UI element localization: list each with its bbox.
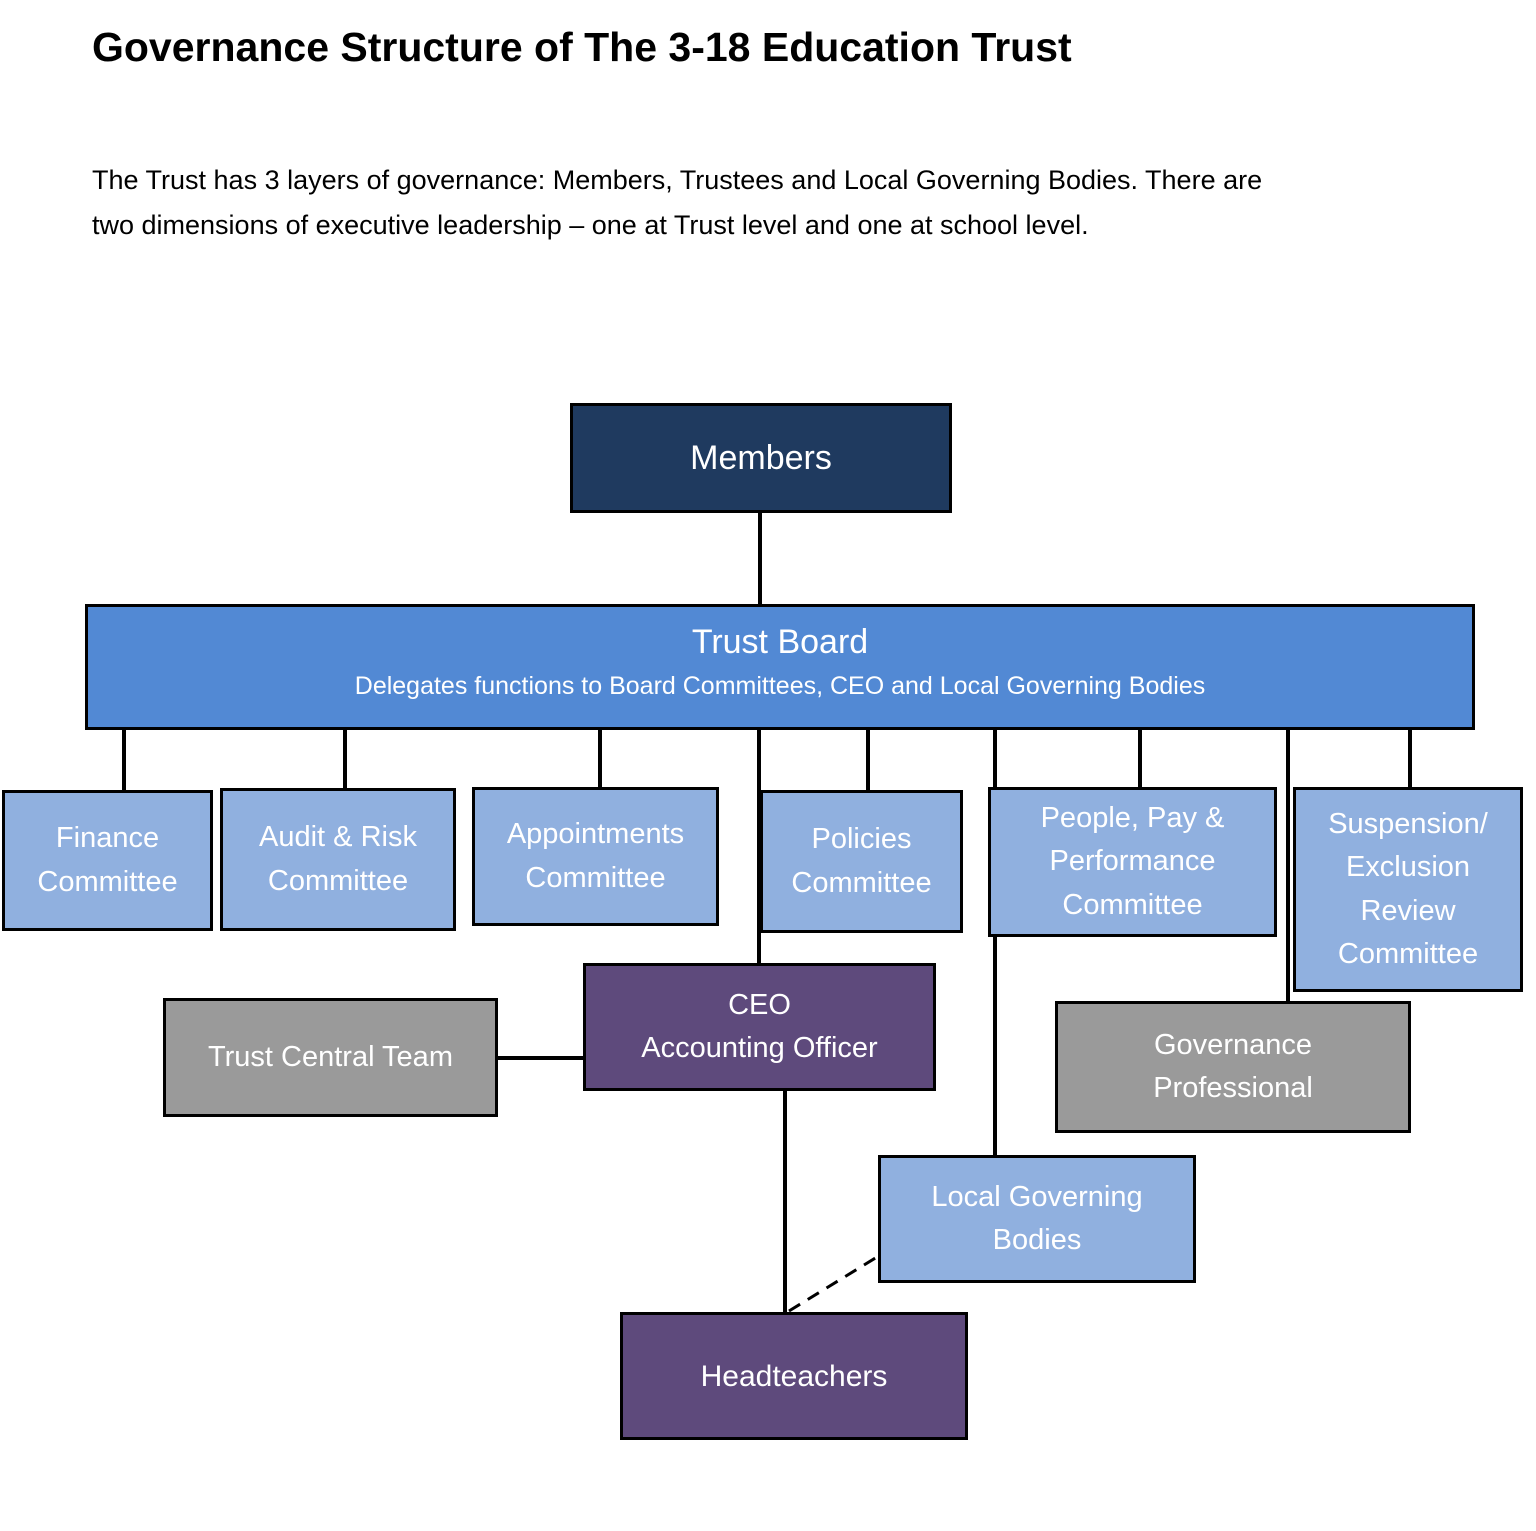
node-trust-central-team: Trust Central Team [163,998,498,1117]
node-people-pay-performance-committee: People, Pay & Performance Committee [988,787,1277,937]
node-policies-committee-label: Policies Committee [791,823,932,899]
node-trust-board-subtitle: Delegates functions to Board Committees,… [354,671,1206,700]
node-ceo-accounting-officer: CEO Accounting Officer [583,963,936,1091]
node-trust-board: Trust Board Delegates functions to Board… [85,604,1475,730]
node-suspension-exclusion-review-committee-label: Suspension/ Exclusion Review Committee [1328,807,1488,971]
node-members-label: Members [690,438,832,477]
node-governance-professional-label: Governance Professional [1153,1028,1313,1105]
node-finance-committee-label: Finance Committee [37,822,178,898]
node-local-governing-bodies: Local Governing Bodies [878,1155,1196,1283]
page-title: Governance Structure of The 3-18 Educati… [92,24,1072,70]
node-policies-committee: Policies Committee [760,790,963,933]
intro-paragraph: The Trust has 3 layers of governance: Me… [92,165,1263,241]
node-appointments-committee: Appointments Committee [472,787,719,926]
node-trust-central-team-label: Trust Central Team [208,1040,453,1073]
node-people-pay-performance-committee-label: People, Pay & Performance Committee [1040,801,1225,921]
node-suspension-exclusion-review-committee: Suspension/ Exclusion Review Committee [1293,787,1523,992]
node-ceo-accounting-officer-label: CEO Accounting Officer [641,988,878,1065]
node-finance-committee: Finance Committee [2,790,213,931]
connector-lgb-headteachers-dashed [788,1255,878,1313]
node-headteachers-label: Headteachers [700,1359,888,1393]
node-local-governing-bodies-label: Local Governing Bodies [931,1180,1143,1257]
node-governance-professional: Governance Professional [1055,1001,1411,1133]
node-appointments-committee-label: Appointments Committee [506,818,685,894]
node-members: Members [570,403,952,513]
node-trust-board-title: Trust Board [691,623,869,661]
node-headteachers: Headteachers [620,1312,968,1440]
node-audit-risk-committee: Audit & Risk Committee [220,788,456,931]
node-audit-risk-committee-label: Audit & Risk Committee [259,821,417,897]
